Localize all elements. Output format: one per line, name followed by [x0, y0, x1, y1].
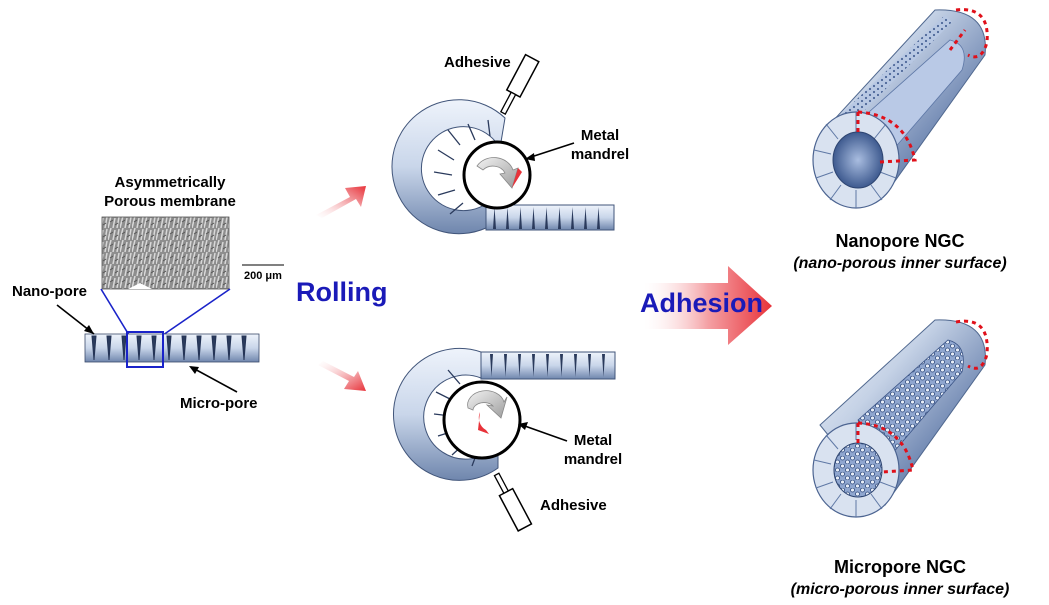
- top-mandrel-label-line1: Metal: [580, 127, 620, 144]
- membrane-title-line1: Asymmetrically: [114, 174, 226, 191]
- top-mandrel-label-line2: mandrel: [570, 146, 630, 163]
- micropore-ngc-subtitle: (micro-porous inner surface): [790, 581, 1010, 598]
- adhesion-label: Adhesion: [640, 288, 764, 318]
- scale-bar-label: 200 μm: [244, 270, 282, 282]
- bottom-mandrel-pointer: [521, 424, 568, 442]
- zoom-box: [126, 331, 164, 368]
- bottom-roll-illustration: [393, 347, 616, 532]
- micropore-ngc-title: Micropore NGC: [833, 557, 966, 577]
- membrane-title-line2: Porous membrane: [104, 193, 236, 210]
- top-roll-illustration: [391, 53, 615, 235]
- nano-pore-label: Nano-pore: [12, 283, 87, 300]
- arrow-to-bottom-roll: [318, 361, 366, 391]
- arrow-to-top-roll: [316, 186, 366, 218]
- zoom-line-left: [100, 288, 130, 336]
- rolling-label: Rolling: [296, 277, 388, 307]
- bottom-mandrel-label-line2: mandrel: [563, 451, 623, 468]
- sem-image: [101, 216, 230, 290]
- micropore-ngc-tube: [812, 319, 989, 518]
- bottom-adhesive-label: Adhesive: [540, 497, 607, 514]
- nanopore-ngc-tube: [812, 8, 989, 209]
- top-adhesive-label: Adhesive: [444, 54, 511, 71]
- adhesion-arrow: [644, 266, 772, 345]
- nanopore-ngc-subtitle: (nano-porous inner surface): [793, 255, 1007, 272]
- micro-pore-label: Micro-pore: [180, 395, 258, 412]
- top-mandrel-pointer: [527, 142, 575, 159]
- bottom-mandrel-label-line1: Metal: [573, 432, 613, 449]
- micro-pore-pointer: [190, 366, 238, 393]
- zoom-line-right: [162, 288, 231, 336]
- nanopore-ngc-title: Nanopore NGC: [835, 231, 965, 251]
- membrane-strip: [84, 333, 260, 363]
